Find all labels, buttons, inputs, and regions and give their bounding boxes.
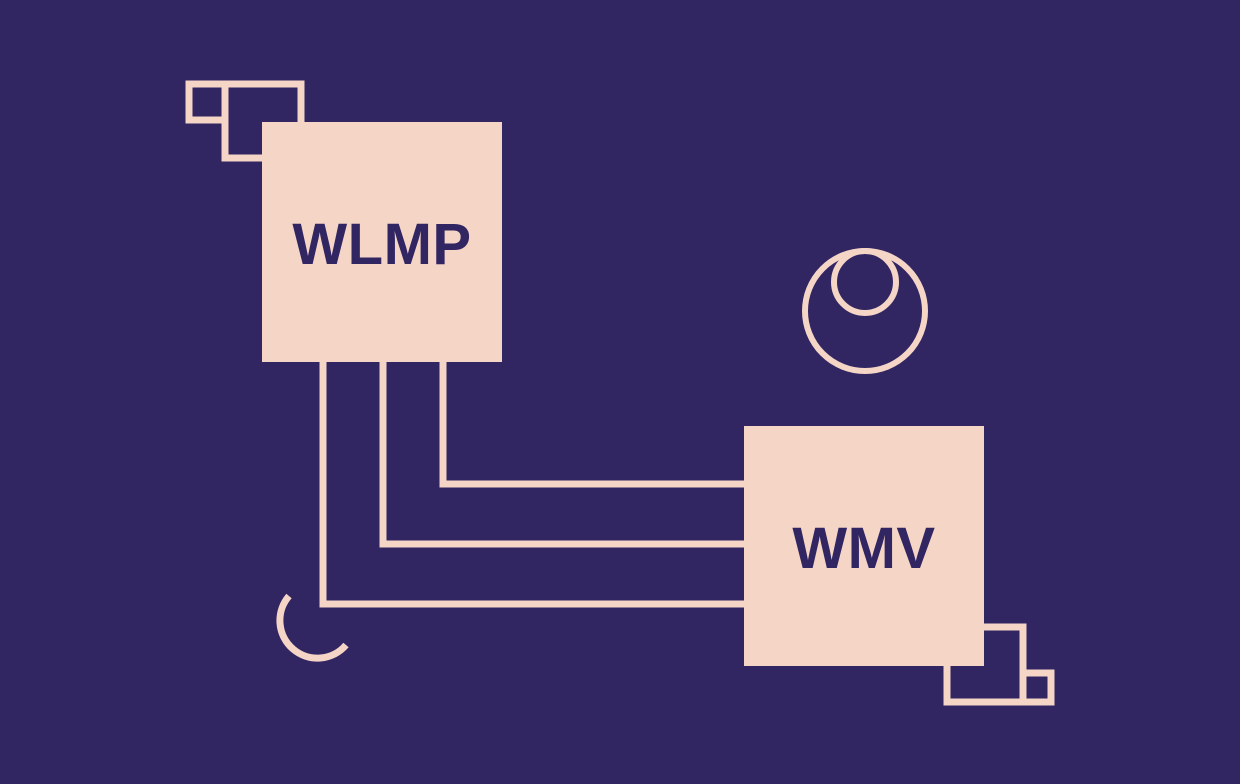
connector-line-3 <box>319 360 746 608</box>
decor-square-small-tl <box>185 80 229 124</box>
source-box-label: WLMP <box>292 212 471 277</box>
connector-lines <box>319 360 746 608</box>
decor-square-small-br <box>1019 669 1055 706</box>
source-box: WLMP <box>262 122 502 362</box>
decor-circle-inner <box>831 248 899 316</box>
target-box-label: WMV <box>792 516 935 581</box>
source-box-shape <box>262 122 502 362</box>
target-box-shape <box>744 426 984 666</box>
target-box: WMV <box>744 426 984 666</box>
connector-line-1 <box>439 360 746 488</box>
decor-arc <box>276 593 349 662</box>
decor-circles <box>802 248 928 374</box>
connector-line-2 <box>379 360 746 548</box>
